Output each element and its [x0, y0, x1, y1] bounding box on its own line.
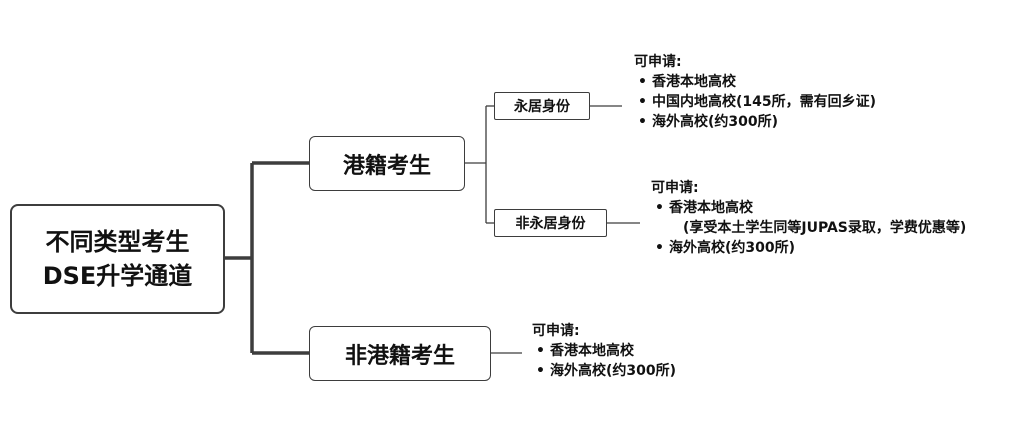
list-item: •中国内地高校(145所，需有回乡证): [638, 94, 877, 110]
bullet-icon: •: [655, 240, 664, 256]
bullet-icon: •: [655, 200, 664, 216]
permanent-resident-info: 可申请: •香港本地高校 •中国内地高校(145所，需有回乡证) •海外高校(约…: [634, 52, 876, 132]
root-connectors: [225, 161, 309, 355]
list-item: •香港本地高校: [536, 343, 634, 359]
permanent-resident-label: 永居身份: [514, 99, 570, 115]
bullet-icon: •: [536, 363, 545, 379]
non-hk-student-info: 可申请: •香港本地高校 •海外高校(约300所): [532, 321, 676, 381]
non-hk-student-node: 非港籍考生: [309, 326, 491, 381]
list-item: •海外高校(约300所): [655, 240, 796, 256]
list-item: •香港本地高校: [638, 74, 736, 90]
info-heading: 可申请:: [532, 323, 580, 339]
bullet-icon: •: [536, 343, 545, 359]
hk-student-label: 港籍考生: [342, 153, 431, 179]
bullet-icon: •: [638, 74, 647, 90]
root-node: 不同类型考生 DSE升学通道: [10, 204, 225, 314]
list-item: •海外高校(约300所): [536, 363, 677, 379]
bullet-icon: •: [638, 114, 647, 130]
bullet-icon: •: [638, 94, 647, 110]
hk-student-node: 港籍考生: [309, 136, 465, 191]
list-item: •海外高校(约300所): [638, 114, 779, 130]
root-title-line1: 不同类型考生: [45, 228, 190, 256]
non-permanent-resident-node: 非永居身份: [494, 209, 607, 237]
info-heading: 可申请:: [651, 180, 699, 196]
non-permanent-resident-info: 可申请: •香港本地高校 (享受本土学生同等JUPAS录取，学费优惠等) •海外…: [651, 178, 966, 258]
permanent-resident-node: 永居身份: [494, 92, 590, 120]
non-hk-student-label: 非港籍考生: [344, 343, 455, 369]
hk-connectors: [465, 105, 640, 354]
list-item: •香港本地高校: [655, 200, 753, 216]
list-item-note: (享受本土学生同等JUPAS录取，学费优惠等): [683, 220, 967, 236]
non-permanent-resident-label: 非永居身份: [515, 216, 586, 232]
root-title-line2: DSE升学通道: [42, 262, 193, 290]
info-heading: 可申请:: [634, 54, 682, 70]
